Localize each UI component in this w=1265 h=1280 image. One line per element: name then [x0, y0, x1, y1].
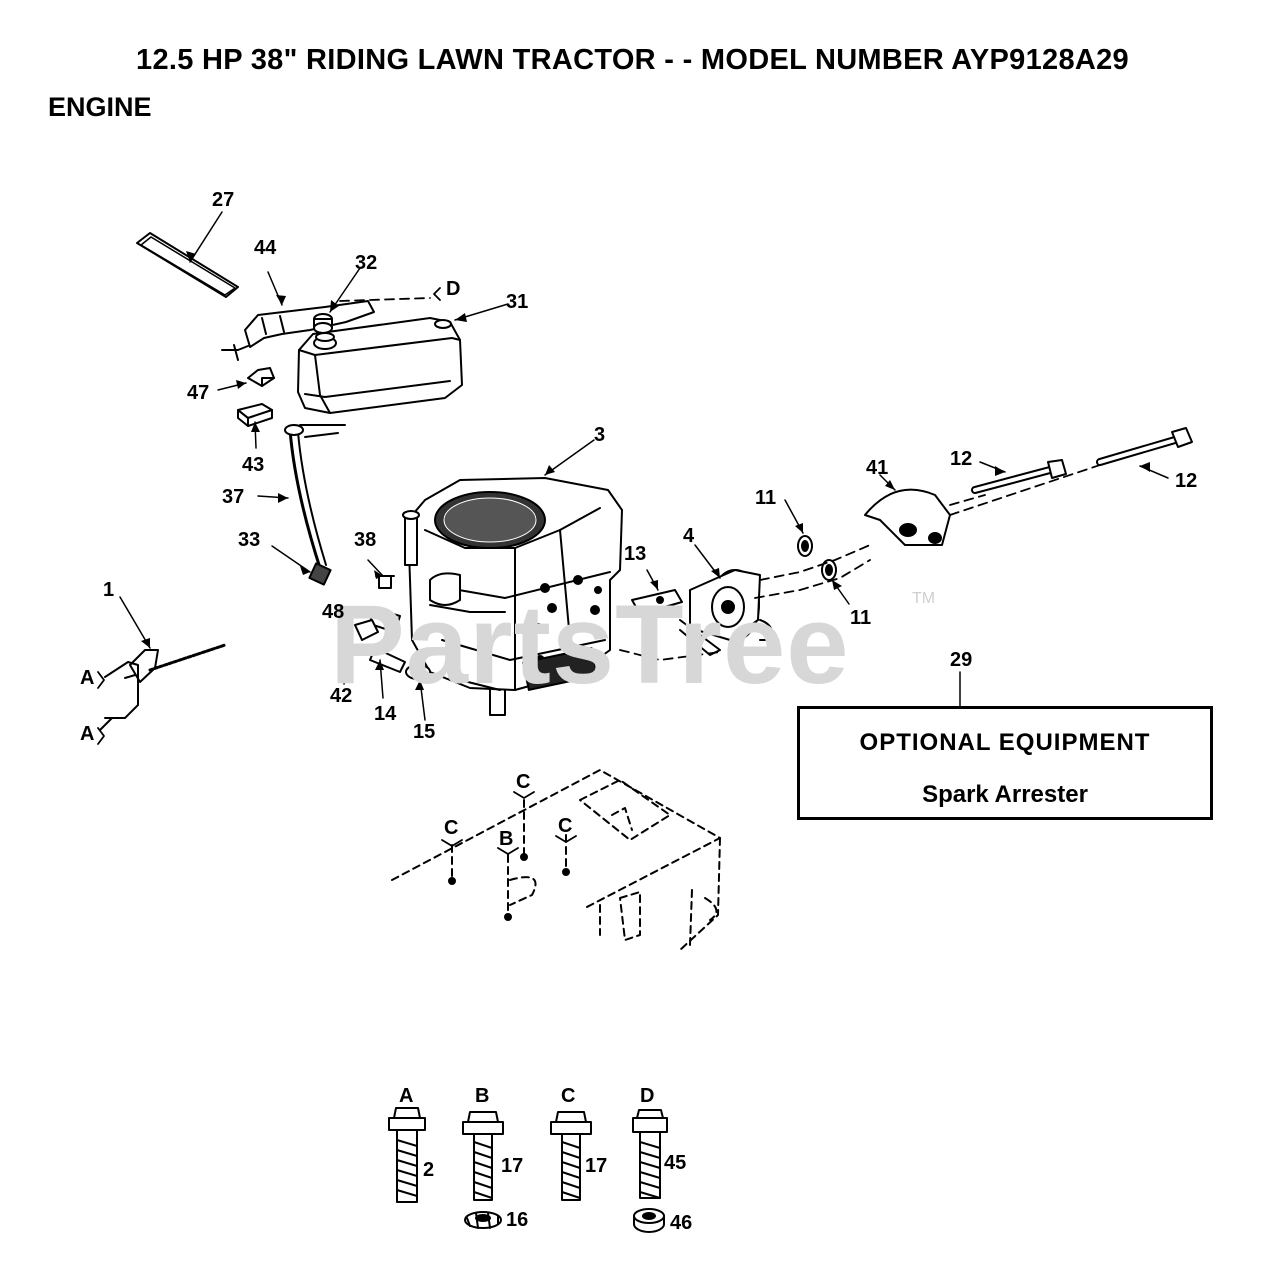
- callout-43: 43: [242, 454, 265, 476]
- part-1-throttle-cable: [99, 643, 227, 731]
- part-37-fuel-line: [284, 424, 346, 570]
- callout-c-right: C: [558, 815, 573, 837]
- callout-33: 33: [238, 529, 261, 551]
- callout-arrowheads: [141, 251, 1150, 690]
- callout-15: 15: [413, 721, 436, 743]
- callout-c-left: C: [444, 817, 459, 839]
- callout-29: 29: [950, 649, 973, 671]
- callout-38: 38: [354, 529, 377, 551]
- callout-31: 31: [506, 291, 529, 313]
- fastener-d-part: 45: [664, 1152, 687, 1174]
- callout-d-top: D: [446, 278, 461, 300]
- optional-equipment-heading: OPTIONAL EQUIPMENT: [859, 729, 1151, 756]
- fastener-d-letter: D: [640, 1085, 655, 1107]
- callout-12-right: 12: [1175, 470, 1198, 492]
- callout-1: 1: [103, 579, 115, 601]
- optional-equipment-item: Spark Arrester: [922, 781, 1088, 808]
- fastener-D-bolt: [632, 1109, 668, 1233]
- fastener-b-letter: B: [475, 1085, 490, 1107]
- fastener-c-part: 17: [585, 1155, 608, 1177]
- callout-a-lower: A: [80, 723, 95, 745]
- parts-small-hardware: [354, 575, 431, 680]
- mounting-dashed-lines: [339, 297, 1101, 661]
- callout-11-lower: 11: [850, 607, 872, 629]
- callout-37: 37: [222, 486, 245, 508]
- callout-42: 42: [330, 685, 353, 707]
- part-43-pad: [237, 403, 273, 427]
- part-12-bolts: [971, 427, 1193, 494]
- callout-3: 3: [594, 424, 606, 446]
- callout-c-back: C: [516, 771, 531, 793]
- reference-chevrons: [97, 287, 577, 855]
- callout-32: 32: [355, 252, 378, 274]
- part-33-filter: [308, 562, 332, 586]
- watermark-tm: TM: [912, 590, 936, 607]
- watermark: PartsTree: [330, 582, 850, 707]
- callout-a-upper: A: [80, 667, 95, 689]
- fastener-d-washer: 46: [670, 1212, 693, 1234]
- optional-equipment-box: OPTIONAL EQUIPMENT Spark Arrester: [797, 706, 1213, 820]
- part-47-clamp: [247, 367, 275, 387]
- part-13-lever: [631, 589, 683, 615]
- fastener-b-washer: 16: [506, 1209, 529, 1231]
- fastener-A-bolt: [388, 1107, 426, 1203]
- callout-44: 44: [254, 237, 277, 259]
- fastener-c-letter: C: [561, 1085, 576, 1107]
- part-27-strip: [136, 232, 239, 298]
- section-title: ENGINE: [48, 92, 152, 122]
- callout-12-left: 12: [950, 448, 973, 470]
- chassis-holes: [448, 853, 570, 921]
- fastener-C-bolt: [550, 1111, 592, 1201]
- callout-27: 27: [212, 189, 235, 211]
- chassis-frame: [391, 769, 721, 951]
- fastener-a-letter: A: [399, 1085, 414, 1107]
- callout-14: 14: [374, 703, 397, 725]
- fastener-b-part: 17: [501, 1155, 524, 1177]
- fastener-B-bolt: [462, 1111, 504, 1229]
- page-title: 12.5 HP 38" RIDING LAWN TRACTOR - - MODE…: [136, 44, 1129, 76]
- callout-13: 13: [624, 543, 647, 565]
- part-32-cap: [313, 313, 333, 334]
- fastener-a-part: 2: [423, 1159, 435, 1181]
- part-3-engine: [402, 477, 623, 716]
- callout-47: 47: [187, 382, 210, 404]
- callout-41: 41: [866, 457, 889, 479]
- callout-b-frame: B: [499, 828, 514, 850]
- callout-11-upper: 11: [755, 487, 777, 509]
- callout-48: 48: [322, 601, 345, 623]
- part-41-guard: [864, 488, 951, 546]
- part-11-washers: [797, 535, 837, 581]
- callout-4: 4: [683, 525, 695, 547]
- part-44-bracket: [221, 300, 375, 361]
- part-31-fuel-tank: [297, 317, 463, 414]
